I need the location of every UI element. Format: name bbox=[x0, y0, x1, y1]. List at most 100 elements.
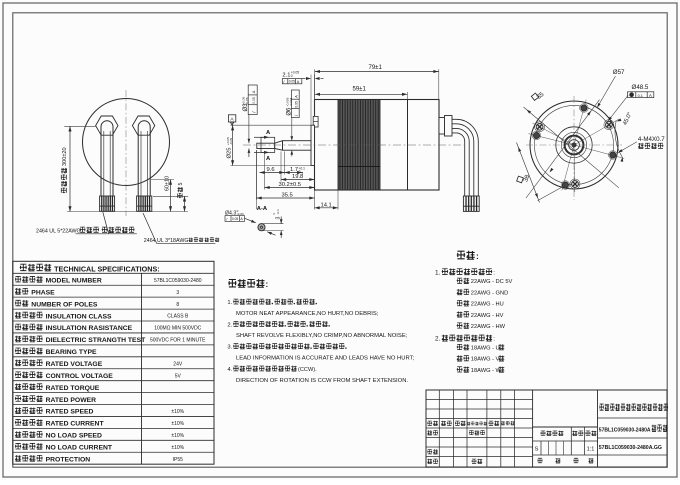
svg-text:38: 38 bbox=[522, 174, 531, 183]
svg-text:DIELECTRIC STRANGTH TEST: DIELECTRIC STRANGTH TEST bbox=[46, 337, 147, 344]
svg-text:PHASE: PHASE bbox=[31, 289, 55, 296]
svg-text:±10%: ±10% bbox=[171, 421, 184, 427]
svg-text:57BL1C059030-2480A: 57BL1C059030-2480A bbox=[599, 427, 651, 433]
svg-text:-0.05: -0.05 bbox=[229, 138, 233, 145]
svg-text:22AWG - GND: 22AWG - GND bbox=[471, 290, 508, 296]
svg-text:9.6: 9.6 bbox=[267, 167, 275, 173]
svg-text:3: 3 bbox=[176, 290, 179, 296]
svg-text:±10%: ±10% bbox=[171, 409, 184, 415]
svg-text:A: A bbox=[649, 93, 652, 98]
svg-text:±10%: ±10% bbox=[171, 445, 184, 451]
svg-text:/: / bbox=[294, 114, 299, 116]
svg-text:Ø48.5: Ø48.5 bbox=[632, 84, 649, 91]
svg-text:MOTOR NEAT APPEARANCE,NO HURT,: MOTOR NEAT APPEARANCE,NO HURT,NO DEBRIS; bbox=[236, 311, 379, 317]
svg-text::: : bbox=[493, 269, 495, 276]
svg-text:(CCW).: (CCW). bbox=[298, 367, 317, 373]
svg-text:NO LOAD SPEED: NO LOAD SPEED bbox=[46, 433, 102, 440]
svg-text::: : bbox=[476, 251, 479, 261]
svg-text:TECHNICAL SPECIFICATIONS:: TECHNICAL SPECIFICATIONS: bbox=[54, 265, 160, 274]
svg-text:0: 0 bbox=[237, 209, 239, 213]
svg-text:0.05: 0.05 bbox=[232, 217, 238, 221]
svg-text:A-A: A-A bbox=[257, 206, 268, 212]
svg-text:500VDC FOR 1 MINUTE: 500VDC FOR 1 MINUTE bbox=[150, 338, 206, 344]
svg-text:2.: 2. bbox=[227, 322, 232, 328]
svg-text:S: S bbox=[535, 447, 539, 453]
svg-text:-0.015: -0.015 bbox=[289, 97, 293, 106]
svg-text:±10%: ±10% bbox=[171, 433, 184, 439]
svg-text:+0.05: +0.05 bbox=[226, 137, 230, 145]
svg-text:5: 5 bbox=[178, 183, 184, 186]
svg-text:1.: 1. bbox=[227, 300, 232, 306]
svg-text:+0.05: +0.05 bbox=[242, 96, 246, 104]
svg-text:Ø4.3: Ø4.3 bbox=[225, 210, 236, 216]
svg-text:/: / bbox=[251, 111, 256, 113]
svg-text:18AWG - W: 18AWG - W bbox=[471, 368, 502, 374]
svg-text:1:1: 1:1 bbox=[587, 447, 595, 453]
svg-text:A: A bbox=[230, 117, 234, 123]
svg-text:8: 8 bbox=[176, 302, 179, 308]
svg-text:14.1: 14.1 bbox=[321, 202, 332, 208]
svg-text:1.7: 1.7 bbox=[290, 167, 298, 173]
svg-text:60±10: 60±10 bbox=[165, 176, 171, 191]
svg-text:45.0°: 45.0° bbox=[622, 111, 633, 126]
svg-text:22AWG - HV: 22AWG - HV bbox=[471, 313, 504, 319]
svg-text:22AWG - HW: 22AWG - HW bbox=[471, 324, 506, 330]
svg-text:SHAFT REVOLVE FLEXIBLY,NO CRIM: SHAFT REVOLVE FLEXIBLY,NO CRIMP,NO ABNOR… bbox=[236, 333, 408, 339]
svg-text:RATED SPEED: RATED SPEED bbox=[46, 409, 94, 416]
svg-text:0.05: 0.05 bbox=[295, 101, 299, 108]
svg-text:0: 0 bbox=[291, 74, 293, 78]
svg-text:35: 35 bbox=[536, 91, 546, 101]
svg-text:100MΩ MIN 500VDC: 100MΩ MIN 500VDC bbox=[154, 326, 201, 332]
svg-text:A: A bbox=[251, 90, 256, 93]
svg-text:RATED POWER: RATED POWER bbox=[46, 397, 97, 404]
svg-text:0.05: 0.05 bbox=[252, 97, 256, 104]
svg-text:BEARING TYPE: BEARING TYPE bbox=[46, 349, 97, 356]
svg-text:-0.03: -0.03 bbox=[237, 212, 244, 216]
svg-text:INSULATION CLASS: INSULATION CLASS bbox=[46, 313, 112, 320]
svg-text:CLASS B: CLASS B bbox=[167, 314, 189, 320]
svg-text:PROTECTION: PROTECTION bbox=[46, 456, 91, 463]
svg-text:+0.05: +0.05 bbox=[291, 71, 300, 75]
svg-text:-0.005: -0.005 bbox=[285, 97, 289, 106]
svg-text:-0.05: -0.05 bbox=[245, 97, 249, 104]
svg-text:57BL1C059030-2480A.GG: 57BL1C059030-2480A.GG bbox=[599, 445, 662, 451]
svg-text:NO LOAD CURRENT: NO LOAD CURRENT bbox=[46, 445, 113, 452]
svg-text:RATED TORQUE: RATED TORQUE bbox=[46, 385, 100, 392]
svg-text:IP55: IP55 bbox=[173, 457, 184, 463]
svg-text:CONTROL VOLTAGE: CONTROL VOLTAGE bbox=[46, 373, 114, 380]
svg-text::: : bbox=[266, 280, 269, 289]
svg-text::: : bbox=[493, 336, 495, 343]
svg-text:3.: 3. bbox=[227, 345, 232, 351]
svg-text:79±1: 79±1 bbox=[369, 65, 383, 71]
svg-text:/: / bbox=[226, 216, 228, 221]
svg-text:MODEL NUMBER: MODEL NUMBER bbox=[46, 278, 102, 285]
svg-text:30.2±0.5: 30.2±0.5 bbox=[279, 182, 302, 188]
svg-text:300±20: 300±20 bbox=[62, 147, 68, 166]
svg-text:Ø6: Ø6 bbox=[287, 107, 293, 116]
svg-text:A: A bbox=[295, 95, 299, 98]
svg-text:0.05: 0.05 bbox=[289, 80, 295, 84]
svg-text:2.1: 2.1 bbox=[282, 72, 290, 78]
svg-text:0.1: 0.1 bbox=[638, 94, 643, 98]
svg-text:3: 3 bbox=[275, 217, 281, 220]
svg-text:A: A bbox=[240, 217, 243, 221]
svg-text:4.: 4. bbox=[227, 367, 232, 373]
svg-text:Ø57: Ø57 bbox=[613, 69, 625, 76]
svg-text:59±1: 59±1 bbox=[353, 87, 367, 93]
svg-text:+0.1: +0.1 bbox=[299, 166, 306, 170]
svg-text:Ø25: Ø25 bbox=[227, 148, 233, 159]
svg-text:24V: 24V bbox=[173, 361, 183, 367]
svg-text:18AWG - V: 18AWG - V bbox=[471, 357, 500, 363]
svg-text:/: / bbox=[283, 79, 285, 84]
svg-text:22AWG - DC 5V: 22AWG - DC 5V bbox=[471, 279, 513, 285]
svg-text:57BL1C059030-2480: 57BL1C059030-2480 bbox=[154, 278, 202, 284]
svg-text:A: A bbox=[266, 156, 271, 162]
svg-text:RATED CURRENT: RATED CURRENT bbox=[46, 421, 105, 428]
svg-text:2464 UL 5*22AWG: 2464 UL 5*22AWG bbox=[36, 228, 81, 234]
svg-text:-0.1: -0.1 bbox=[276, 209, 280, 215]
svg-text:1.: 1. bbox=[435, 269, 441, 276]
svg-text:INSULATION RASISTANCE: INSULATION RASISTANCE bbox=[46, 325, 133, 332]
svg-text:19.8: 19.8 bbox=[292, 174, 303, 180]
svg-text:22AWG - HU: 22AWG - HU bbox=[471, 302, 504, 308]
svg-text:0: 0 bbox=[272, 213, 276, 215]
